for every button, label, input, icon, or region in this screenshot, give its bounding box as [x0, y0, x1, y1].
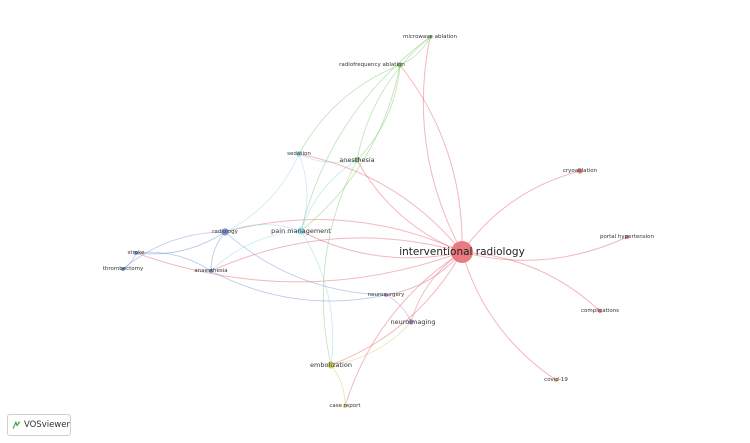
link-rfa-anest: [356, 64, 401, 161]
link-ir-micro: [422, 36, 463, 253]
node-label-thromb[interactable]: thrombectomy: [103, 266, 144, 272]
node-label-neuro[interactable]: neurosurgery: [368, 292, 406, 298]
vosviewer-logo-icon: [12, 421, 20, 429]
link-rad-anaes: [210, 231, 226, 272]
link-rad-stroke: [135, 231, 226, 255]
node-rad[interactable]: [221, 228, 229, 236]
link-ir-rfa: [399, 64, 463, 253]
node-label-micro[interactable]: microwave ablation: [403, 34, 457, 40]
link-ir-anaes: [210, 237, 463, 272]
node-anaes[interactable]: [209, 269, 213, 273]
link-micro-anest: [356, 36, 431, 161]
link-ir-cryo: [461, 170, 581, 253]
link-rad-neuro: [224, 231, 387, 296]
label-layer: interventional radiology cryoablation port…: [103, 34, 655, 409]
node-label-pain[interactable]: pain management: [271, 227, 331, 235]
node-layer: [121, 35, 629, 408]
link-stroke-anaes: [135, 251, 212, 272]
link-anaes-neuro: [210, 270, 387, 302]
node-pain[interactable]: [297, 227, 305, 235]
node-neuro[interactable]: [384, 293, 388, 297]
node-stroke[interactable]: [134, 251, 138, 255]
link-ir-stroke: [135, 251, 463, 283]
link-micro-pain: [300, 36, 431, 232]
node-label-rad[interactable]: radiology: [212, 229, 238, 235]
link-ir-covid: [461, 251, 557, 381]
node-rfa[interactable]: [397, 62, 403, 68]
link-emb-case: [330, 364, 346, 407]
node-cryo[interactable]: [577, 168, 583, 174]
vosviewer-badge[interactable]: VOSviewer: [7, 414, 71, 436]
link-ir-pain: [300, 230, 463, 259]
node-label-neuroimg[interactable]: neuroimaging: [390, 318, 435, 326]
node-label-anest[interactable]: anesthesia: [339, 156, 374, 164]
link-ir-comp: [461, 251, 601, 312]
link-sed-rad: [224, 153, 300, 233]
link-ir-portal: [461, 236, 628, 261]
link-layer: [122, 36, 628, 407]
node-label-stroke[interactable]: stroke: [128, 250, 146, 256]
node-label-comp[interactable]: complications: [581, 308, 619, 314]
link-pain-anaes: [210, 230, 302, 272]
node-label-ir[interactable]: interventional radiology: [399, 246, 525, 258]
link-sed-anest: [298, 153, 358, 164]
link-ir-neuroimg: [410, 251, 463, 323]
link-emb-neuroimg: [330, 321, 412, 366]
node-thromb[interactable]: [121, 267, 125, 271]
link-anest-emb: [322, 159, 358, 366]
node-micro[interactable]: [428, 35, 432, 39]
node-label-rfa[interactable]: radiofrequency ablation: [339, 62, 405, 68]
link-pain-anest: [300, 159, 358, 232]
node-anest[interactable]: [354, 157, 360, 163]
link-rfa-pain: [300, 64, 401, 232]
node-label-cryo[interactable]: cryoablation: [563, 168, 598, 174]
node-sed[interactable]: [296, 151, 302, 157]
node-case[interactable]: [343, 404, 347, 408]
link-rad-thromb: [122, 231, 226, 270]
app-name: VOSviewer: [23, 420, 70, 430]
node-emb[interactable]: [327, 361, 335, 369]
node-comp[interactable]: [598, 309, 602, 313]
node-neuroimg[interactable]: [408, 319, 414, 325]
link-ir-emb: [330, 251, 463, 366]
node-covid[interactable]: [554, 378, 558, 382]
link-pain-emb: [300, 230, 334, 366]
link-neuro-neuroimg: [385, 294, 412, 323]
node-label-covid[interactable]: covid-19: [544, 377, 568, 383]
node-ir[interactable]: [451, 241, 473, 263]
link-ir-sed: [298, 153, 463, 253]
node-label-emb[interactable]: embolization: [310, 361, 352, 369]
node-label-portal[interactable]: portal hypertension: [600, 234, 655, 240]
link-rfa-sed: [298, 64, 401, 155]
node-label-sed[interactable]: sedation: [287, 151, 311, 157]
node-label-anaes[interactable]: anaesthesia: [194, 268, 227, 274]
node-label-case[interactable]: case report: [329, 403, 361, 409]
link-ir-neuro: [385, 251, 463, 296]
link-pain-rad: [224, 224, 302, 233]
link-sed-pain: [298, 153, 308, 232]
node-portal[interactable]: [625, 235, 629, 239]
link-ir-case: [344, 251, 463, 407]
